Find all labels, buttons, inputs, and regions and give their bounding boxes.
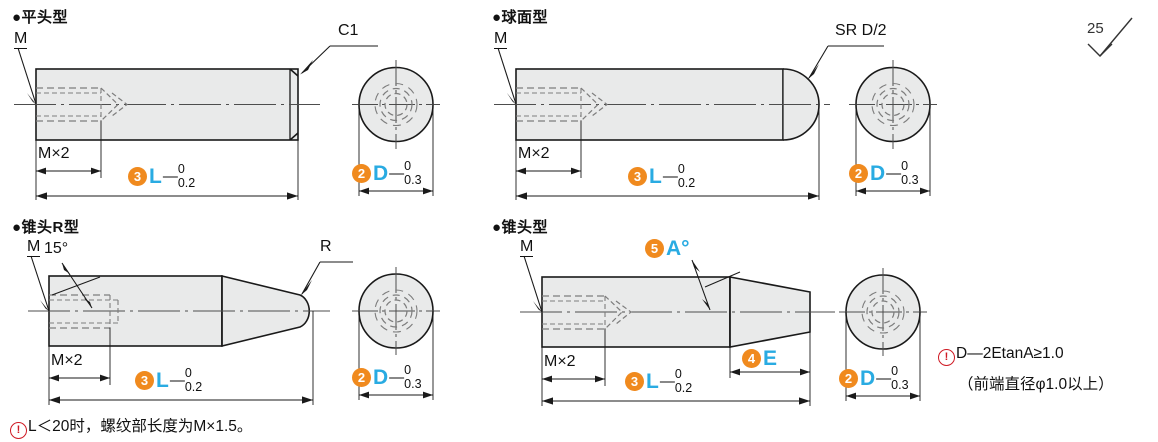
note-tip-diameter-2: （前端直径φ1.0以上） <box>958 372 1114 394</box>
taper-dimension-cone: 4 E <box>742 348 777 369</box>
tolerance-lower: 0.3 <box>404 172 422 187</box>
cone-r-head-drawing <box>28 255 440 405</box>
angle-label-cone-r: 15° <box>44 240 69 257</box>
flat-head-drawing <box>14 45 440 200</box>
diameter-dimension-cone: 2 D — 0 0.3 <box>839 365 909 391</box>
section-flat-head: ●平头型 <box>0 0 480 210</box>
callout-badge-3: 3 <box>628 166 647 186</box>
tolerance-upper: 0 <box>677 162 685 176</box>
thread-label-flat: M <box>14 30 28 49</box>
warning-icon: ! <box>938 349 955 366</box>
roughness-triangle-icon <box>1087 17 1133 57</box>
thread-length-label-cone: M×2 <box>544 353 576 370</box>
note-tip-diameter-1: !D—2EtanA≥1.0 <box>938 345 1064 366</box>
tolerance-lower: 0.3 <box>404 376 422 391</box>
tolerance-upper: 0 <box>184 366 192 380</box>
spherical-head-drawing <box>494 45 937 200</box>
section-heading-spherical: ●球面型 <box>492 9 549 26</box>
tip-label-spherical: SR D/2 <box>835 22 887 39</box>
warning-icon: ! <box>10 422 27 439</box>
length-dimension-cone: 3 L — 0 0.2 <box>625 368 692 394</box>
length-symbol: L <box>149 164 162 188</box>
length-dimension-spherical: 3 L — 0 0.2 <box>628 163 695 189</box>
length-symbol: L <box>646 369 659 393</box>
tolerance-dash: — <box>662 167 678 185</box>
tolerance-lower: 0.2 <box>677 175 696 190</box>
length-symbol: L <box>649 164 662 188</box>
diameter-symbol: D <box>870 161 886 185</box>
tolerance-lower: 0.3 <box>901 172 919 187</box>
section-cone-head: ●锥头型 <box>480 210 960 410</box>
section-heading-cone: ●锥头型 <box>492 219 549 236</box>
tolerance-upper: 0 <box>674 367 682 381</box>
callout-badge-2: 2 <box>352 163 371 183</box>
callout-badge-4: 4 <box>742 349 761 368</box>
callout-badge-3: 3 <box>625 371 644 391</box>
note-thread-text: L＜20时，螺纹部长度为M×1.5。 <box>28 418 253 435</box>
tolerance-dash: — <box>389 164 405 182</box>
length-dimension-cone-r: 3 L — 0 0.2 <box>135 367 202 393</box>
thread-length-label-spherical: M×2 <box>518 145 550 162</box>
section-heading-cone-r: ●锥头R型 <box>12 219 80 236</box>
note-tip-text-2: （前端直径φ1.0以上） <box>958 376 1114 393</box>
tolerance-dash: — <box>886 164 902 182</box>
diameter-symbol: D <box>373 161 389 185</box>
diameter-dimension-cone-r: 2 D — 0 0.3 <box>352 364 422 390</box>
note-tip-text-1: D—2EtanA≥1.0 <box>956 345 1064 362</box>
callout-badge-2: 2 <box>839 368 858 388</box>
note-thread-length: !L＜20时，螺纹部长度为M×1.5。 <box>10 414 252 439</box>
length-dimension-flat: 3 L — 0 0.2 <box>128 163 195 189</box>
tolerance-upper: 0 <box>177 162 185 176</box>
callout-badge-2: 2 <box>352 367 371 387</box>
section-heading-flat: ●平头型 <box>12 9 69 26</box>
tolerance-dash: — <box>876 369 892 387</box>
tolerance-upper: 0 <box>404 363 412 377</box>
tip-label-cone-r: R <box>320 238 332 255</box>
tolerance-upper: 0 <box>901 159 909 173</box>
callout-badge-3: 3 <box>135 370 154 390</box>
diameter-dimension-flat: 2 D — 0 0.3 <box>352 160 422 186</box>
roughness-value: 25 <box>1087 20 1104 37</box>
thread-length-label-cone-r: M×2 <box>51 352 83 369</box>
tolerance-lower: 0.2 <box>184 379 203 394</box>
tolerance-dash: — <box>389 368 405 386</box>
thread-length-label-flat: M×2 <box>38 145 70 162</box>
diameter-symbol: D <box>373 365 389 389</box>
thread-label-cone-r: M <box>27 238 41 257</box>
tip-label-flat: C1 <box>338 22 359 39</box>
tolerance-lower: 0.2 <box>674 380 693 395</box>
tolerance-dash: — <box>169 371 185 389</box>
callout-badge-5: 5 <box>645 239 664 258</box>
diameter-dimension-spherical: 2 D — 0 0.3 <box>849 160 919 186</box>
tolerance-dash: — <box>659 372 675 390</box>
cone-head-drawing <box>520 255 927 406</box>
angle-symbol: A° <box>666 237 690 260</box>
tolerance-lower: 0.3 <box>891 377 909 392</box>
thread-label-cone: M <box>520 238 534 257</box>
taper-symbol: E <box>763 347 778 370</box>
length-symbol: L <box>156 368 169 392</box>
angle-dimension-cone: 5 A° <box>645 238 690 259</box>
tolerance-dash: — <box>162 167 178 185</box>
tolerance-upper: 0 <box>891 364 899 378</box>
section-cone-r-head: ●锥头R型 <box>0 210 480 410</box>
tolerance-upper: 0 <box>404 159 412 173</box>
thread-label-spherical: M <box>494 30 508 49</box>
diameter-symbol: D <box>860 366 876 390</box>
callout-badge-2: 2 <box>849 163 868 183</box>
section-spherical-head: ●球面型 <box>480 0 960 210</box>
tolerance-lower: 0.2 <box>177 175 196 190</box>
surface-finish-symbol: 25 <box>1080 8 1150 68</box>
callout-badge-3: 3 <box>128 166 147 186</box>
